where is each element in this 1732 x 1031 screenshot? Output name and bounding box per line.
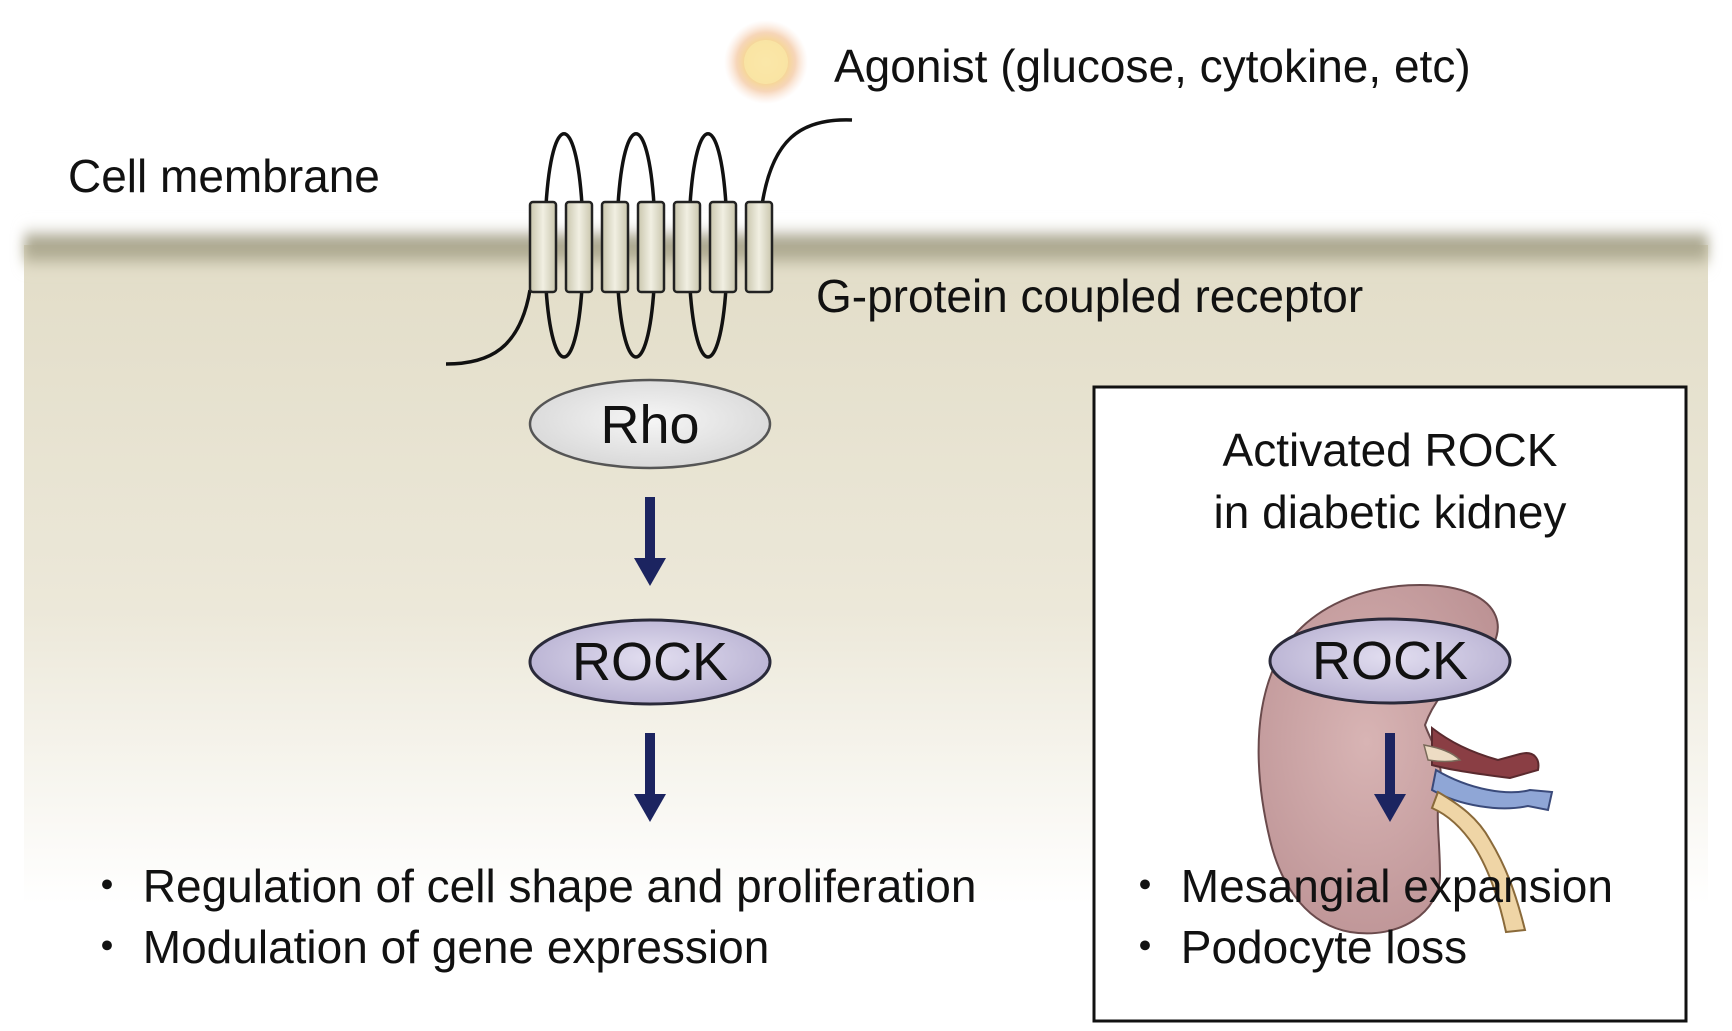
rock-node: [528, 618, 772, 706]
arrow-rock-to-effects-icon: [634, 733, 666, 822]
kidney-panel-title-line1: Activated ROCK: [1223, 424, 1558, 476]
arrow-rho-to-rock-icon: [634, 497, 666, 586]
effect-item: ・ Regulation of cell shape and prolifera…: [84, 860, 976, 912]
rho-node: [528, 378, 772, 470]
gpcr-receptor-icon: [445, 118, 853, 366]
receptor-label: G-protein coupled receptor: [816, 270, 1363, 322]
rock-label: ROCK: [572, 632, 728, 692]
effect-item: ・ Modulation of gene expression: [84, 921, 769, 973]
kidney-effect-item: ・ Podocyte loss: [1122, 921, 1467, 973]
kidney-effect-item: ・ Mesangial expansion: [1122, 860, 1613, 912]
gpcr-transmembrane-helices: [528, 200, 774, 294]
kidney-rock-node: [1268, 617, 1512, 705]
rho-label: Rho: [600, 395, 699, 455]
arrow-kidney-rock-to-effects-icon: [1374, 733, 1406, 822]
kidney-rock-label: ROCK: [1312, 631, 1468, 691]
cell-membrane-band: [24, 222, 1708, 272]
cell-membrane-label: Cell membrane: [68, 150, 380, 202]
agonist-label: Agonist (glucose, cytokine, etc): [834, 40, 1471, 92]
kidney-panel-title-line2: in diabetic kidney: [1214, 486, 1567, 538]
